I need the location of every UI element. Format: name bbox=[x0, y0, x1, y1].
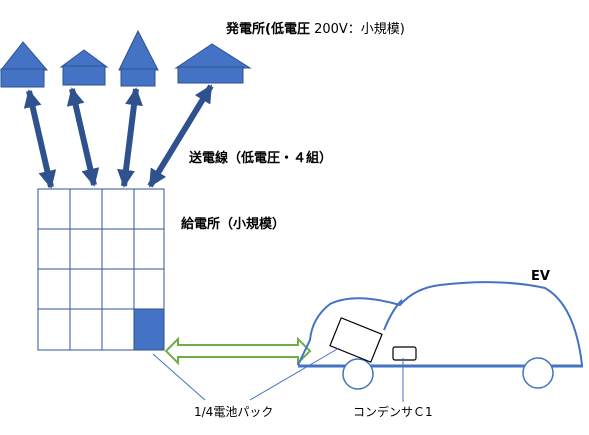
battery-cell-icon bbox=[133, 308, 165, 351]
capacitor-label: コンデンサＣ1 bbox=[353, 405, 433, 419]
power-plant-label-rest: 200V：小規模) bbox=[309, 22, 405, 37]
double-arrow-icon bbox=[23, 89, 57, 189]
ev-label: EV bbox=[531, 269, 550, 284]
double-arrow-icon bbox=[117, 87, 143, 188]
house-icon bbox=[174, 43, 252, 84]
double-arrow-icon bbox=[164, 336, 312, 366]
battery-pointer-left bbox=[152, 353, 206, 401]
transmission-line-label: 送電線（低電圧・４組） bbox=[189, 151, 333, 166]
battery-pack-box bbox=[329, 317, 383, 363]
double-arrow-icon bbox=[66, 87, 100, 187]
house-icon bbox=[0, 41, 49, 88]
battery-pack-label: 1/4電池パック bbox=[194, 405, 274, 419]
wheel-icon bbox=[342, 358, 374, 390]
double-arrow-icon bbox=[147, 84, 214, 188]
distribution-station-label: 給電所（小規模） bbox=[181, 217, 286, 232]
power-plant-label-bold: 発電所(低電圧 bbox=[226, 22, 310, 37]
ev-window-line bbox=[383, 299, 403, 331]
battery-pointer-right bbox=[249, 347, 340, 401]
capacitor-icon bbox=[392, 346, 417, 361]
house-icon bbox=[118, 29, 159, 87]
power-plant-label: 発電所(低電圧 200V：小規模) bbox=[226, 23, 405, 36]
ev-body bbox=[297, 281, 583, 366]
house-icon bbox=[59, 49, 109, 86]
wheel-icon bbox=[522, 357, 554, 389]
